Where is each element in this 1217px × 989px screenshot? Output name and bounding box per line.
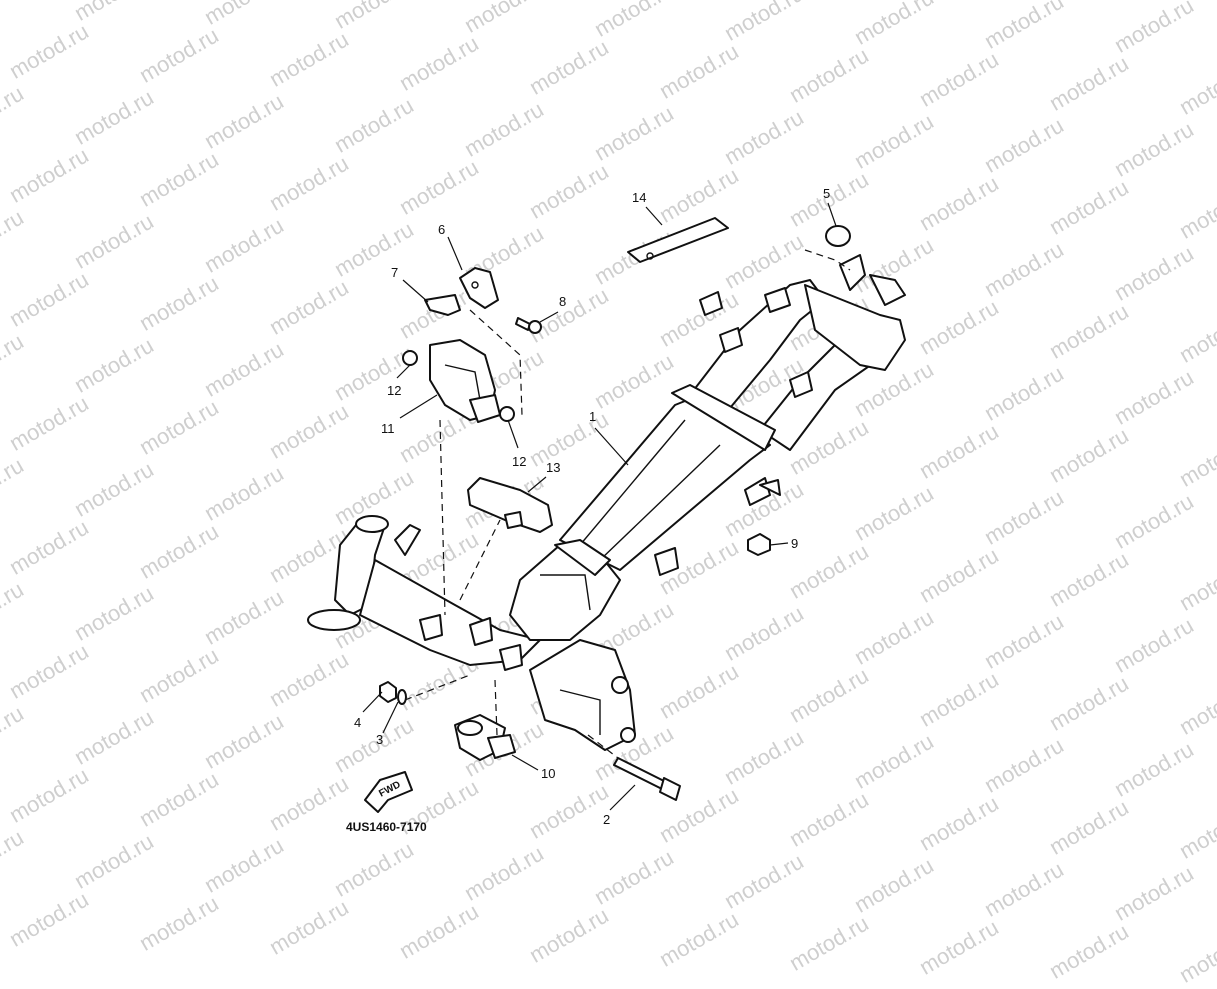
fwd-arrow-icon: FWD	[364, 771, 413, 813]
cover-part	[429, 339, 501, 423]
callout-stay-10: 10	[541, 766, 555, 781]
stay-part	[454, 714, 516, 761]
cap-part	[825, 225, 851, 247]
callout-washer: 3	[376, 732, 383, 747]
callout-labels: 1 2 3 4 5 6 7 8 9 10 11 12 12 13 14	[354, 186, 830, 827]
callout-nut-4: 4	[354, 715, 361, 730]
nut-12-bottom-part	[499, 406, 515, 422]
watermark-text: motod.ru	[785, 910, 873, 976]
diagram-code: 4US1460-7170	[346, 820, 427, 834]
clip-part	[424, 294, 461, 316]
frame-exploded-diagram: 1 2 3 4 5 6 7 8 9 10 11 12 12 13 14 FWD …	[307, 186, 906, 834]
watermark-text: motod.ru	[915, 914, 1003, 980]
callout-frame: 1	[589, 409, 596, 424]
watermark-text: motod.ru	[1045, 918, 1133, 984]
assembly-lines	[404, 249, 851, 759]
nut-4-part	[379, 681, 397, 703]
watermark-text: motod.ru	[1175, 922, 1217, 988]
nut-12-top-part	[402, 350, 418, 366]
washer-part	[397, 689, 407, 705]
callout-pad-14: 14	[632, 190, 646, 205]
callout-screw-8: 8	[559, 294, 566, 309]
leader-lines	[362, 202, 837, 811]
bolt-part	[613, 757, 681, 801]
callout-plate-13: 13	[546, 460, 560, 475]
callout-clip-7: 7	[391, 265, 398, 280]
callout-cover-11: 11	[381, 421, 395, 436]
nut-9-part	[747, 533, 771, 556]
callout-cap: 5	[823, 186, 830, 201]
screw-part	[515, 317, 542, 334]
watermark-text: motod.ru	[655, 906, 743, 972]
callout-nut-12-bottom: 12	[512, 454, 526, 469]
bracket-part	[459, 267, 499, 309]
pad-part	[627, 217, 729, 263]
callout-nut-9: 9	[791, 536, 798, 551]
callout-bolt: 2	[603, 812, 610, 827]
main-frame	[307, 254, 906, 751]
callout-bracket-6: 6	[438, 222, 445, 237]
plate-part	[467, 477, 553, 533]
callout-nut-12-top: 12	[387, 383, 401, 398]
